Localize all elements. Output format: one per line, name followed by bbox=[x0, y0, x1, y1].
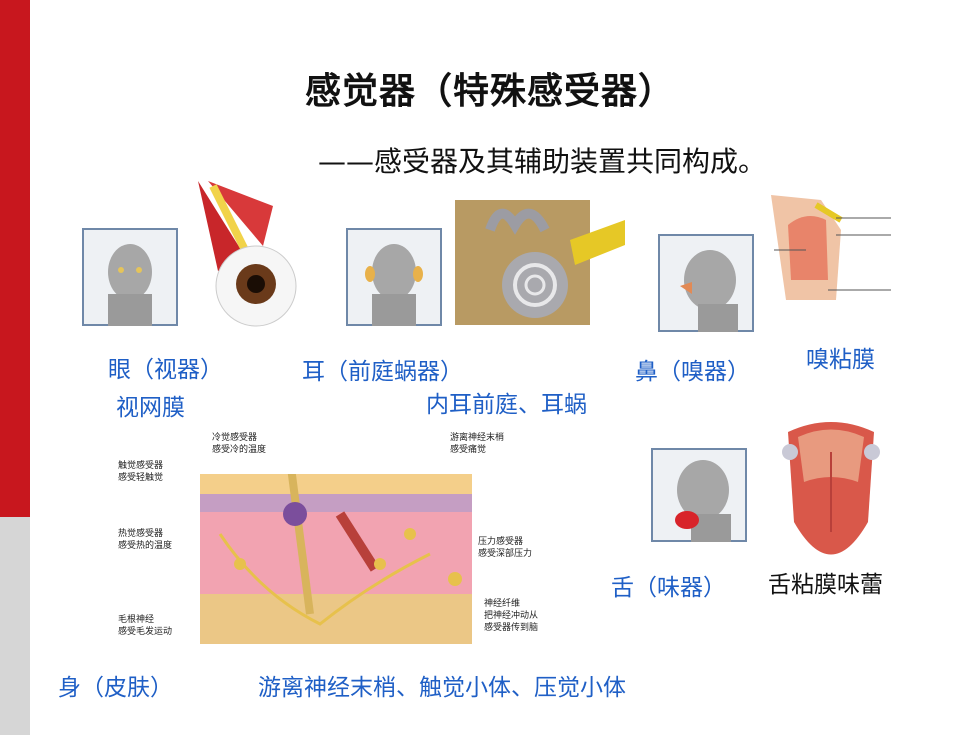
head-tongue-photo bbox=[651, 448, 747, 542]
eye-label: 眼（视器） bbox=[108, 357, 223, 383]
skin-label: 身（皮肤） bbox=[58, 675, 173, 701]
head-nose-photo bbox=[658, 234, 754, 332]
skin-label-cold: 冷觉感受器感受冷的温度 bbox=[212, 433, 267, 455]
head-eye-photo bbox=[82, 228, 178, 326]
nasal-cavity-illustration bbox=[766, 190, 896, 310]
side-gray-bar bbox=[0, 517, 30, 735]
skin-label-free-ending: 游离神经末梢感受痛觉 bbox=[450, 433, 505, 455]
tongue-detail: 舌粘膜味蕾 bbox=[768, 572, 883, 598]
inner-ear-illustration bbox=[450, 190, 630, 330]
skin-label-hair: 毛根神经感受毛发运动 bbox=[118, 615, 173, 637]
eyeball-illustration bbox=[178, 176, 308, 331]
head-ear-photo bbox=[346, 228, 442, 326]
skin-label-heat: 热觉感受器感受热的温度 bbox=[118, 529, 173, 551]
skin-cross-section bbox=[200, 474, 472, 644]
nose-label: 鼻（嗅器） bbox=[635, 359, 750, 385]
ear-detail: 内耳前庭、耳蜗 bbox=[426, 392, 587, 418]
tongue-illustration bbox=[776, 412, 886, 577]
skin-label-touch: 触觉感受器感受轻触觉 bbox=[118, 461, 164, 483]
side-accent-bar bbox=[0, 0, 30, 517]
skin-detail: 游离神经末梢、触觉小体、压觉小体 bbox=[258, 675, 626, 701]
tongue-label: 舌（味器） bbox=[611, 575, 726, 601]
eye-detail: 视网膜 bbox=[116, 395, 185, 421]
slide-subtitle: ——感受器及其辅助装置共同构成。 bbox=[318, 145, 767, 178]
nose-detail: 嗅粘膜 bbox=[806, 347, 875, 373]
ear-label: 耳（前庭蜗器） bbox=[302, 359, 463, 385]
slide-title: 感觉器（特殊感受器） bbox=[304, 71, 675, 112]
skin-label-pressure: 压力感受器感受深部压力 bbox=[478, 537, 533, 559]
skin-label-nerve-fiber: 神经纤维把神经冲动从感受器传到脑 bbox=[484, 599, 539, 633]
